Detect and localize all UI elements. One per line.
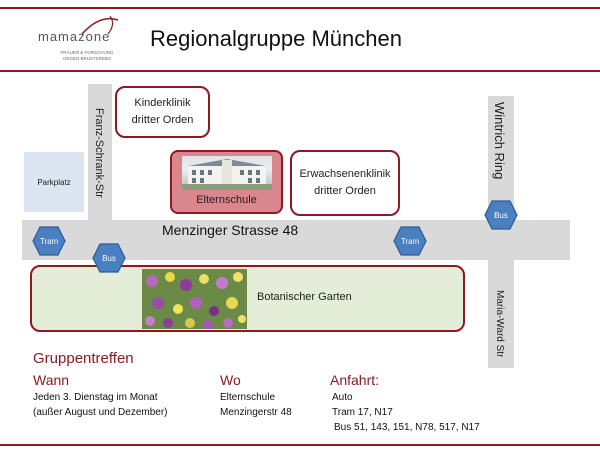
elternschule-label: Elternschule [196,194,257,206]
bus-stop-left-label: Bus [102,253,116,263]
bus-stop-right: Bus [484,200,518,230]
elternschule-box: Elternschule [170,150,283,214]
title-rule [0,70,600,72]
anfahrt-heading: Anfahrt: [330,372,380,388]
anfahrt-line-2: Tram 17, N17 [332,407,393,418]
building-photo-icon [182,159,272,190]
street-label-wintrich: Wintrich Ring [492,102,507,180]
section-title: Gruppentreffen [33,350,134,367]
street-label-maria-ward: Maria-Ward Str [494,290,505,358]
parkplatz-area: Parkplatz [24,152,84,212]
botanischer-garten-label: Botanischer Garten [257,291,352,303]
kinderklinik-line-1: Kinderklinik [134,97,191,109]
logo-wordmark: mamazone [38,29,111,44]
wann-line-1: Jeden 3. Dienstag im Monat [33,392,158,403]
erwachsenenklinik-line-2: dritter Orden [314,185,376,197]
wo-line-2: Menzingerstr 48 [220,407,292,418]
tram-hexagon-icon [393,226,427,256]
flowers-photo [142,269,247,329]
bus-hexagon-icon [92,243,126,273]
kinderklinik-line-2: dritter Orden [131,114,194,126]
logo-swirl-icon [81,15,119,35]
logo-tagline-2: GEGEN BRUSTKREBS [62,56,111,61]
erwachsenenklinik-box: Erwachsenenklinik dritter Orden [290,150,400,216]
page-title: Regionalgruppe München [150,26,402,51]
kinderklinik-box: Kinderklinik dritter Orden [115,86,210,138]
bus-stop-left: Bus [92,243,126,273]
wo-heading: Wo [220,372,241,388]
anfahrt-line-1: Auto [332,392,353,403]
erwachsenenklinik-line-1: Erwachsenenklinik [299,168,391,180]
tram-hexagon-icon [32,226,66,256]
tram-stop-left-label: Tram [39,236,59,246]
flowers-photo-icon [142,269,247,329]
tram-stop-right: Tram [393,226,427,256]
tram-stop-right-label: Tram [400,236,420,246]
tram-stop-left: Tram [32,226,66,256]
bottom-rule [0,444,600,446]
logo [30,14,130,74]
bus-hexagon-icon [484,200,518,230]
logo-tagline-1: FRAUEN & FORSCHUNG [60,50,114,55]
street-label-menzinger: Menzinger Strasse 48 [162,222,299,238]
wann-heading: Wann [33,372,70,388]
parkplatz-label: Parkplatz [37,177,71,187]
anfahrt-line-3: Bus 51, 143, 151, N78, 517, N17 [334,422,480,433]
top-rule [0,7,600,9]
elternschule-photo [182,156,272,190]
road-maria-ward [488,256,514,368]
street-label-franz-schrank: Franz-Schrank-Str [93,108,105,198]
botanischer-garten-area: Botanischer Garten [30,265,465,332]
bus-stop-right-label: Bus [494,210,508,220]
road-franz-schrank [88,84,112,224]
wann-line-2: (außer August und Dezember) [33,407,168,418]
wo-line-1: Elternschule [220,392,276,403]
